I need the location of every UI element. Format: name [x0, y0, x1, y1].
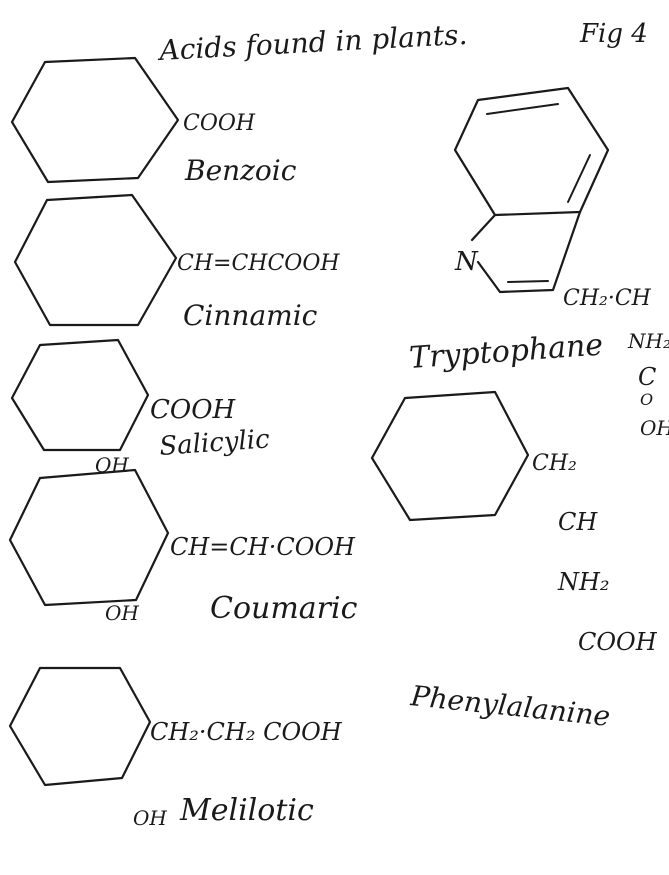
coumaric-substituent: CH=CH·COOH	[170, 533, 356, 561]
figure-label: Fig 4	[579, 19, 648, 49]
cinnamic-name: Cinnamic	[183, 299, 318, 332]
benzene-inner-bond	[567, 154, 591, 203]
benzene-ring-icon	[8, 666, 152, 787]
salicylic-structure: COOH Salicylic OH	[10, 338, 271, 477]
coumaric-ortho-group: OH	[105, 601, 139, 625]
benzene-ring-icon	[370, 390, 530, 522]
benzene-ring-icon	[10, 338, 150, 452]
tryptophane-structure: N CH₂·CH NH₂ C O OH Tryptophane	[408, 86, 669, 440]
benzene-ring-icon	[8, 468, 170, 607]
tryptophane-side-chain-2: NH₂	[627, 329, 669, 353]
pyrrole-ring-icon	[470, 210, 582, 294]
phenylalanine-structure: CH₂ CH NH₂ COOH Phenylalanine	[370, 390, 658, 733]
melilotic-structure: CH₂·CH₂ COOH Melilotic OH	[8, 666, 343, 830]
salicylic-name: Salicylic	[158, 424, 271, 462]
tryptophane-side-chain-4: O	[640, 390, 653, 409]
phenylalanine-side-chain-2: CH	[558, 508, 598, 536]
tryptophane-n-label: N	[454, 247, 479, 277]
benzene-inner-bond	[486, 103, 559, 115]
phenylalanine-side-chain-1: CH₂	[532, 451, 577, 476]
benzoic-structure: COOH Benzoic	[10, 56, 297, 187]
benzoic-name: Benzoic	[184, 154, 297, 187]
cinnamic-substituent: CH=CHCOOH	[177, 251, 340, 276]
phenylalanine-side-chain-3: NH₂	[557, 568, 610, 596]
coumaric-name: Coumaric	[210, 591, 358, 626]
cinnamic-structure: CH=CHCOOH Cinnamic	[13, 193, 340, 332]
phenylalanine-name: Phenylalanine	[408, 679, 612, 733]
tryptophane-side-chain-1: CH₂·CH	[563, 286, 652, 311]
coumaric-structure: CH=CH·COOH Coumaric OH	[8, 468, 358, 626]
tryptophane-side-chain-5: OH	[640, 416, 669, 440]
salicylic-substituent: COOH	[150, 395, 237, 425]
melilotic-substituent: CH₂·CH₂ COOH	[150, 718, 343, 746]
phenylalanine-side-chain-4: COOH	[578, 628, 658, 656]
melilotic-name: Melilotic	[179, 793, 314, 828]
tryptophane-side-chain-3: C	[638, 363, 656, 391]
page-title: Acids found in plants.	[156, 18, 468, 67]
pyrrole-inner-bond	[507, 280, 549, 283]
benzene-ring-icon	[13, 193, 178, 327]
tryptophane-name: Tryptophane	[408, 328, 604, 376]
melilotic-ortho-group: OH	[133, 806, 167, 830]
benzene-ring-icon	[10, 56, 180, 184]
benzoic-substituent: COOH	[183, 111, 256, 136]
